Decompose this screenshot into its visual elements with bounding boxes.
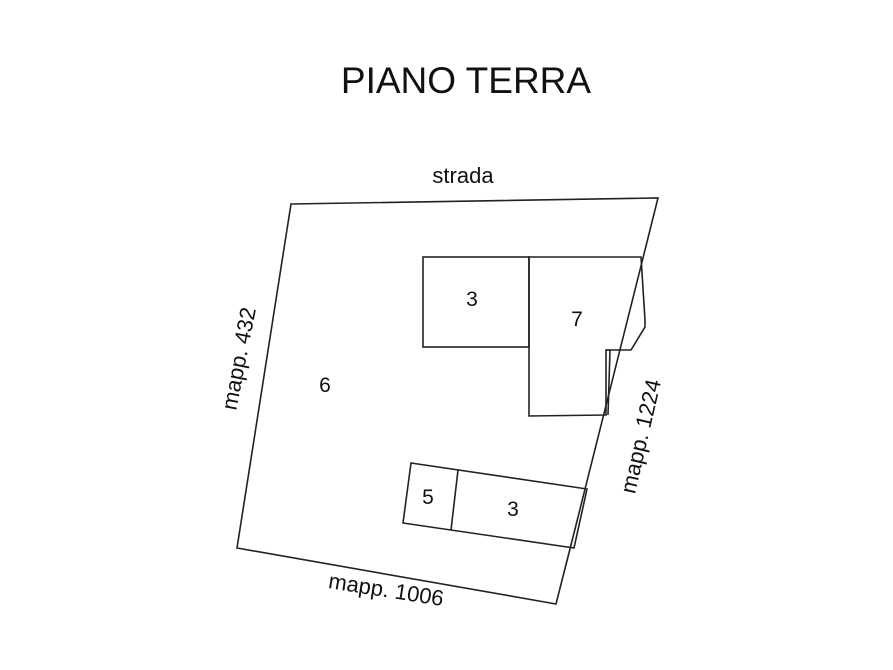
boundary-label-right: mapp. 1224	[615, 377, 665, 496]
lower-building-divider	[450, 469, 459, 531]
room-label-lower-wide: 3	[507, 498, 519, 521]
lower-building	[402, 462, 588, 549]
room-label-upper-right: 7	[571, 308, 583, 331]
upper-block-right	[528, 256, 646, 417]
lot-outline	[236, 197, 660, 605]
plan-title: PIANO TERRA	[341, 60, 591, 101]
room-label-upper-left: 3	[466, 288, 478, 311]
room-label-courtyard: 6	[319, 374, 331, 397]
upper-block-notch	[606, 349, 611, 416]
boundary-label-left: mapp. 432	[216, 305, 260, 412]
boundary-label-top: strada	[432, 163, 494, 188]
room-label-lower-small: 5	[422, 486, 434, 509]
